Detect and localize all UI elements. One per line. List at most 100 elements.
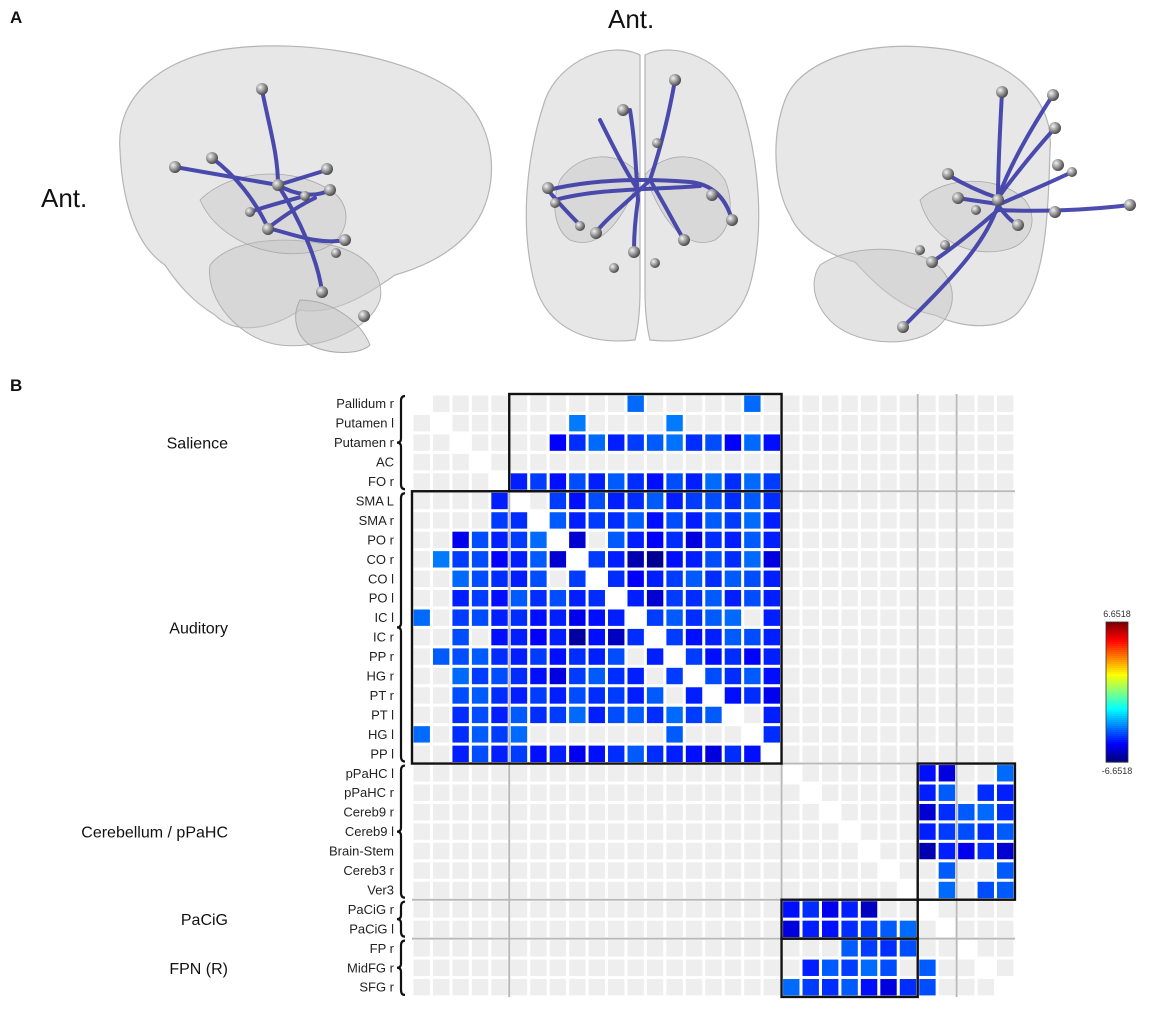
row-label: CO l (368, 571, 394, 586)
colorbar-segment (1106, 658, 1128, 661)
colorbar-segment (1106, 700, 1128, 703)
matrix-cell-filled (705, 609, 722, 626)
matrix-cell-empty (413, 959, 430, 976)
matrix-cell-empty (530, 784, 547, 801)
matrix-cell-empty (724, 862, 742, 879)
matrix-cell-empty (549, 901, 567, 918)
matrix-cell-filled (549, 648, 567, 665)
matrix-cell-empty (413, 920, 430, 938)
matrix-cell-empty (432, 531, 450, 549)
matrix-cell-empty (646, 979, 664, 996)
matrix-cell-empty (588, 726, 605, 743)
matrix-cell-empty (685, 940, 703, 957)
matrix-cell-filled (841, 901, 858, 918)
matrix-cell-empty (802, 512, 819, 529)
matrix-cell-empty (413, 706, 430, 724)
matrix-cell-empty (860, 667, 878, 685)
matrix-cell-empty (841, 881, 858, 899)
matrix-cell-filled (919, 765, 936, 782)
matrix-cell-empty (666, 784, 683, 801)
matrix-cell-filled (841, 920, 858, 938)
matrix-cell-empty (413, 979, 430, 996)
matrix-cell-empty (899, 726, 917, 743)
matrix-cell-empty (705, 901, 722, 918)
matrix-cell-filled (666, 609, 683, 626)
matrix-cell-empty (763, 803, 781, 821)
matrix-cell-empty (646, 765, 664, 782)
matrix-cell-empty (627, 862, 644, 879)
matrix-cell-empty (841, 706, 858, 724)
matrix-cell-empty (432, 784, 450, 801)
matrix-cell-filled (491, 609, 508, 626)
matrix-cell-empty (432, 434, 450, 451)
row-label: IC r (373, 630, 395, 645)
matrix-cell-filled (608, 609, 625, 626)
colorbar-segment (1106, 638, 1128, 641)
matrix-cell-empty (938, 492, 956, 510)
matrix-cell-empty (471, 881, 489, 899)
matrix-cell-empty (530, 979, 547, 996)
matrix-cell-empty (919, 687, 936, 704)
matrix-cell-empty (646, 784, 664, 801)
matrix-cell-filled (471, 531, 489, 549)
matrix-cell-empty (841, 745, 858, 763)
matrix-cell-empty (588, 784, 605, 801)
matrix-cell-empty (997, 609, 1014, 626)
matrix-cell-empty (919, 590, 936, 607)
matrix-cell-empty (608, 414, 625, 432)
matrix-cell-filled (530, 648, 547, 665)
colorbar-segment (1106, 660, 1128, 663)
row-label: PT r (370, 688, 395, 703)
matrix-cell-empty (841, 842, 858, 860)
matrix-cell-empty (958, 959, 975, 976)
matrix-cell-empty (627, 979, 644, 996)
matrix-cell-filled (549, 687, 567, 704)
matrix-cell-empty (880, 531, 897, 549)
matrix-cell-filled (452, 687, 469, 704)
matrix-cell-filled (413, 726, 430, 743)
matrix-cell-empty (744, 901, 761, 918)
colorbar-segment (1106, 654, 1128, 657)
matrix-cell-filled (608, 648, 625, 665)
colorbar-segment (1106, 656, 1128, 659)
matrix-cell-empty (724, 803, 742, 821)
matrix-cell-filled (452, 609, 469, 626)
matrix-cell-empty (802, 492, 819, 510)
matrix-cell-empty (997, 492, 1014, 510)
matrix-cell-empty (724, 959, 742, 976)
matrix-cell-empty (899, 745, 917, 763)
matrix-cell-empty (783, 434, 800, 451)
matrix-cell-empty (977, 745, 994, 763)
colorbar-segment (1106, 646, 1128, 649)
matrix-cell-empty (588, 453, 605, 471)
matrix-cell-empty (880, 434, 897, 451)
matrix-cell-empty (452, 414, 469, 432)
matrix-cell-filled (569, 745, 586, 763)
matrix-cell-filled (569, 531, 586, 549)
matrix-cell-empty (899, 706, 917, 724)
matrix-cell-empty (899, 823, 917, 840)
matrix-cell-filled (646, 570, 664, 587)
matrix-cell-empty (549, 765, 567, 782)
matrix-cell-empty (510, 862, 528, 879)
matrix-cell-empty (821, 765, 839, 782)
matrix-cell-empty (977, 940, 994, 957)
colorbar-segment (1106, 736, 1128, 739)
matrix-cell-empty (841, 512, 858, 529)
matrix-cell-empty (724, 395, 742, 412)
matrix-cell-filled (608, 706, 625, 724)
matrix-cell-empty (821, 842, 839, 860)
matrix-cell-empty (821, 726, 839, 743)
matrix-cell-empty (880, 453, 897, 471)
matrix-cell-empty (549, 570, 567, 587)
matrix-cell-empty (802, 414, 819, 432)
matrix-cell-empty (530, 726, 547, 743)
colorbar-segment (1106, 754, 1128, 757)
matrix-cell-empty (899, 531, 917, 549)
matrix-cell-empty (899, 959, 917, 976)
colorbar-segment (1106, 630, 1128, 633)
matrix-cell-filled (977, 823, 994, 840)
matrix-cell-empty (763, 940, 781, 957)
matrix-cell-filled (919, 784, 936, 801)
matrix-cell-empty (977, 395, 994, 412)
